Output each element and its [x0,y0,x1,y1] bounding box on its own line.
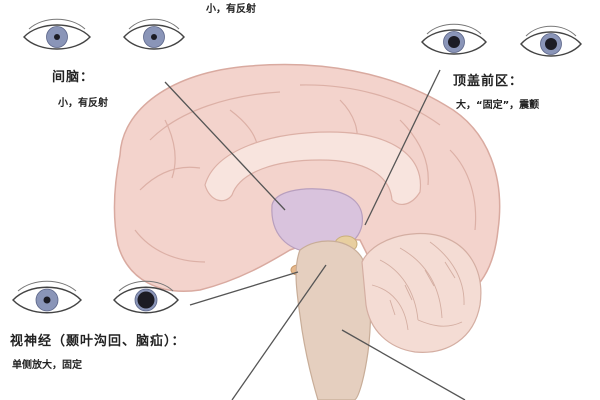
corpus-callosum [204,131,422,206]
top-desc: 小，有反射 [206,4,256,15]
diencephalon-desc: 小，有反射 [58,98,108,109]
eye-top-right-2 [520,25,582,57]
eye-top-left [23,18,91,50]
optic-title: 视神经（颞叶沟回、脑疝）： [10,334,186,349]
optic-desc: 单侧放大，固定 [12,360,82,371]
pretectum-desc: 大，“固定”，震颤 [456,100,540,111]
gyri-folds [134,84,477,263]
eye-bottom-right [113,280,179,314]
eye-bottom-left [12,280,82,314]
eye-top-right-1 [421,23,487,55]
pointer-lines [164,69,466,400]
diencephalon-title: 间脑： [52,70,95,85]
cerebellum-folia [371,241,465,331]
pretectum-title: 顶盖前区： [453,74,524,89]
thalamus [271,188,363,254]
eye-top-middle [123,18,185,50]
brainstem [295,240,372,400]
